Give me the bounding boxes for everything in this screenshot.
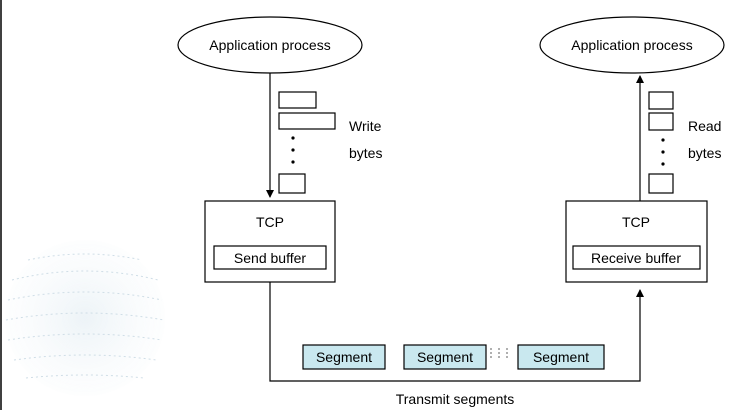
left-ellipsis-dot (291, 148, 295, 152)
segment-label: Segment (533, 349, 589, 365)
transmit-path (269, 282, 644, 382)
globe-watermark (5, 240, 165, 396)
left-tcp-title: TCP (256, 214, 284, 230)
read-bytes-label: bytes (688, 145, 721, 161)
segment-ellipsis (490, 348, 508, 358)
receive-buffer-box (572, 245, 701, 270)
left-ellipsis-dot (291, 160, 295, 164)
receive-buffer-label: Receive buffer (591, 250, 681, 266)
write-label: Write (349, 118, 382, 134)
left-byte-box (278, 112, 336, 130)
transmit-segments-caption: Transmit segments (396, 391, 515, 407)
right-byte-box (648, 112, 674, 131)
right-ellipsis-dot (661, 162, 665, 166)
left-byte-box (278, 173, 306, 194)
segment-box (302, 344, 386, 370)
right-ellipsis-dot (661, 138, 665, 142)
write-bytes-label: bytes (349, 145, 382, 161)
right-byte-box (648, 91, 674, 110)
right-application-process (539, 16, 725, 74)
segment-label: Segment (316, 349, 372, 365)
right-application-process-label: Application process (571, 37, 692, 53)
left-ellipsis-dot (291, 136, 295, 140)
segment-box (403, 344, 487, 370)
read-label: Read (688, 118, 721, 134)
send-buffer-label: Send buffer (234, 250, 306, 266)
right-byte-box (648, 173, 674, 194)
segment-box (517, 344, 605, 370)
right-tcp-title: TCP (622, 214, 650, 230)
left-byte-box (278, 91, 317, 109)
send-buffer-box (213, 245, 327, 270)
right-ellipsis-dot (661, 150, 665, 154)
left-application-process-label: Application process (209, 37, 330, 53)
segment-label: Segment (417, 349, 473, 365)
